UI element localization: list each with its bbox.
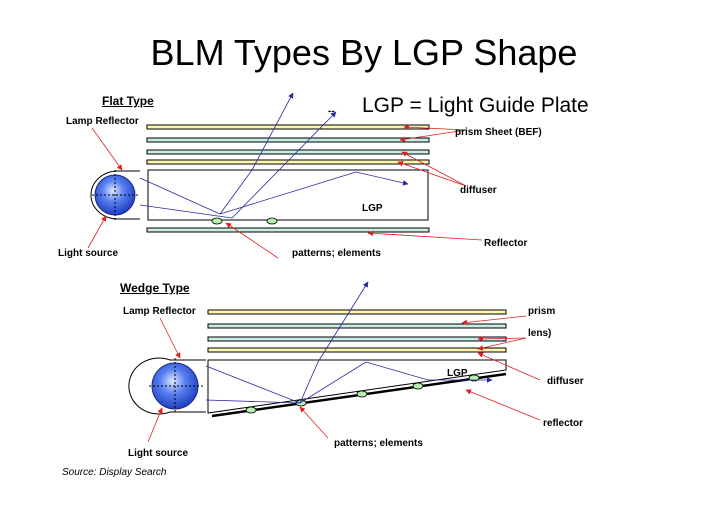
lgp-definition: LGP = Light Guide Plate [362, 94, 589, 117]
dash-mark: -- [328, 106, 335, 117]
wedge-pattern-dot-1 [245, 406, 257, 414]
wedge-lamp-reflector-label: Lamp Reflector [123, 306, 196, 317]
flat-prism-sheet-label: prism Sheet (BEF) [455, 127, 542, 138]
wedge-light-rays [205, 281, 493, 404]
wedge-pointer-arrows [147, 315, 541, 443]
wedge-lgp-plate [207, 359, 507, 414]
flat-lgp-plate [147, 169, 429, 221]
flat-diffuser-label: diffuser [460, 185, 497, 196]
wedge-pattern-dot-3 [356, 390, 368, 398]
wedge-pattern-dot-4 [412, 382, 424, 390]
wedge-reflector-label: reflector [543, 418, 584, 429]
flat-lamp-reflector [90, 170, 140, 220]
flat-pointer-arrows [87, 124, 483, 259]
wedge-prism-sheet-1 [207, 309, 507, 315]
page-title: BLM Types By LGP Shape [150, 32, 578, 73]
flat-type-heading: Flat Type [102, 94, 154, 108]
source-note: Source: Display Search [62, 467, 167, 478]
flat-prism-sheet-1 [146, 124, 430, 130]
wedge-light-source-label: Light source [128, 448, 189, 459]
wedge-prism-label: prism [528, 306, 556, 317]
flat-light-source-label: Light source [58, 248, 119, 259]
flat-lamp-reflector-label: Lamp Reflector [66, 116, 139, 127]
wedge-pattern-dot-5 [468, 374, 480, 382]
wedge-diffuser-label: diffuser [547, 376, 584, 387]
flat-diffuser-sheet-2 [146, 159, 430, 165]
flat-light-rays [139, 92, 409, 219]
flat-patterns-label: patterns; elements [292, 248, 381, 259]
flat-pattern-dot-2 [266, 217, 278, 225]
wedge-diffuser-sheet-2 [207, 347, 507, 353]
wedge-lens-label: lens) [528, 328, 552, 339]
flat-reflector-label: Reflector [484, 238, 528, 249]
flat-prism-sheet-2 [146, 137, 430, 143]
flat-pattern-dot-1 [211, 217, 223, 225]
wedge-lgp-label: LGP [447, 368, 468, 379]
wedge-lamp-reflector [128, 357, 206, 415]
flat-reflector-sheet [146, 227, 430, 233]
flat-diffuser-sheet-1 [146, 149, 430, 155]
wedge-type-heading: Wedge Type [120, 281, 190, 295]
wedge-prism-sheet-2 [207, 323, 507, 329]
flat-lgp-label: LGP [362, 203, 383, 214]
wedge-patterns-label: patterns; elements [334, 438, 423, 449]
wedge-diffuser-sheet-1 [207, 336, 507, 342]
